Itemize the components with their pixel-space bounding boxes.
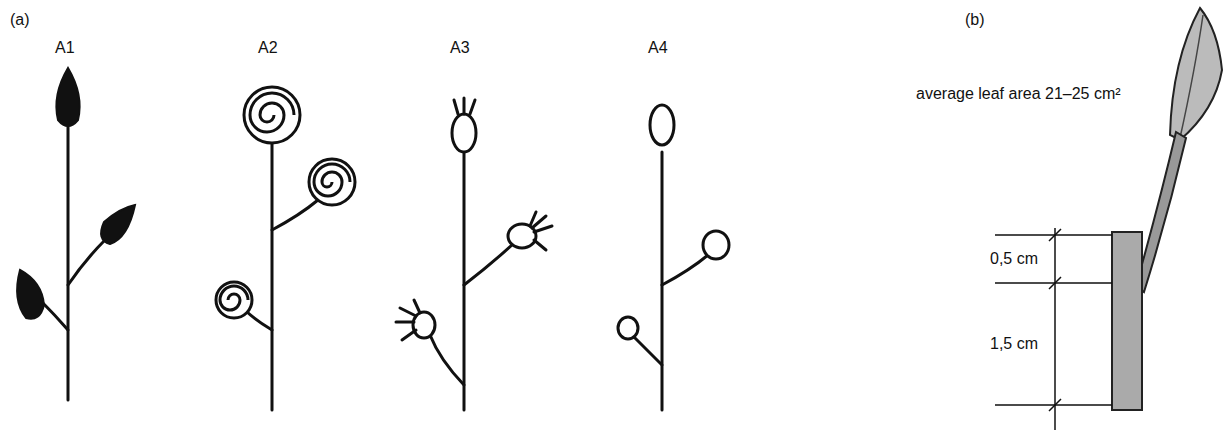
dark-bud-group: [17, 68, 135, 319]
stem: [245, 310, 272, 330]
stem-segment: [1112, 232, 1142, 410]
hip: [452, 114, 476, 152]
sepals: [454, 98, 475, 114]
hip: [703, 231, 729, 259]
dark-bud: [101, 205, 135, 244]
panel-letter: (a): [10, 10, 30, 29]
hip-group: [396, 98, 552, 340]
sepals: [396, 300, 420, 340]
stem: [68, 240, 105, 285]
panel-letter: (b): [965, 10, 985, 29]
hip-group: [618, 105, 729, 339]
stem: [271, 142, 274, 410]
leaf-area-note: average leaf area 21–25 cm²: [916, 84, 1121, 103]
variant-label: A4: [648, 38, 668, 57]
hip: [618, 317, 638, 339]
hip: [650, 105, 674, 145]
stem: [67, 100, 70, 400]
stem: [662, 255, 708, 285]
dimension-label: 1,5 cm: [990, 334, 1038, 353]
stem: [272, 200, 318, 230]
dark-bud: [17, 270, 44, 319]
stem: [632, 335, 662, 365]
spiral: [314, 164, 350, 196]
variant-label: A2: [258, 38, 278, 57]
cutting: [1112, 8, 1222, 410]
stem: [464, 245, 512, 285]
stem: [430, 335, 464, 385]
variant-label: A3: [450, 38, 470, 57]
variant-label: A1: [55, 38, 75, 57]
dimension-line: [1054, 228, 1056, 430]
stem: [463, 152, 466, 410]
petiole: [1136, 132, 1186, 292]
leaf: [1170, 8, 1222, 140]
tick: [1049, 229, 1061, 411]
spiral: [250, 93, 294, 132]
flower: [216, 282, 252, 318]
spiral-flower-group: [216, 87, 355, 318]
leaf-vein: [1180, 15, 1203, 138]
dimension-label: 0,5 cm: [990, 249, 1038, 268]
flower: [309, 159, 355, 205]
dark-bud: [56, 68, 79, 126]
stem: [661, 152, 664, 410]
spiral: [220, 286, 248, 310]
flower: [244, 87, 300, 143]
sepals: [530, 212, 552, 250]
